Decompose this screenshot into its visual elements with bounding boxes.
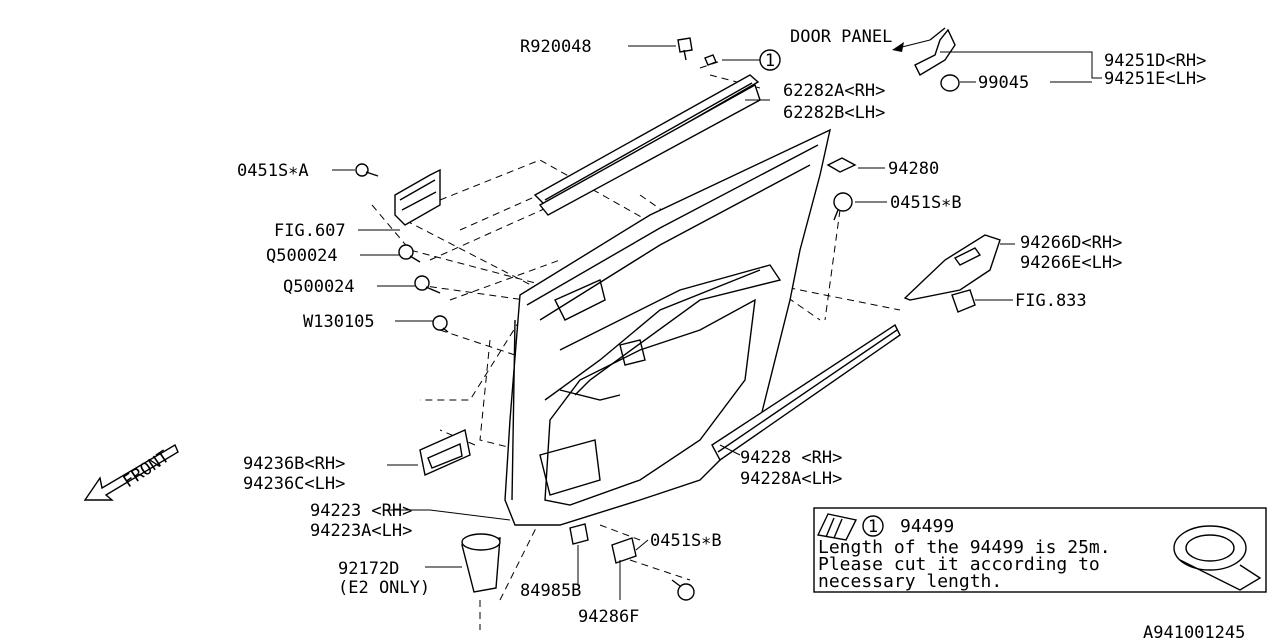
label-94251e: 94251E<LH> (1104, 69, 1206, 89)
note-line-3: necessary length. (818, 571, 1002, 592)
label-e2-only: (E2 ONLY) (338, 578, 430, 598)
label-99045: 99045 (978, 73, 1029, 93)
label-94236c: 94236C<LH> (243, 474, 345, 494)
label-0451sb-top: 0451S∗B (890, 193, 962, 213)
label-q500024-a: Q500024 (266, 246, 338, 266)
molding-94228 (711, 323, 901, 462)
door-panel-arrow (892, 39, 931, 52)
label-0451sb-bottom: 0451S∗B (650, 531, 722, 551)
label-62282a: 62282A<RH> (783, 81, 885, 101)
label-94236b: 94236B<RH> (243, 454, 345, 474)
callout-1-top: 1 (759, 49, 781, 71)
label-w130105: W130105 (303, 312, 375, 332)
clip-r920048 (677, 37, 693, 61)
label-front: FRONT (120, 447, 174, 492)
callout-1-top-number: 1 (765, 51, 775, 71)
note-line-2: Please cut it according to (818, 554, 1100, 575)
screws-q500024 (398, 244, 441, 294)
tape-roll-icon (1173, 525, 1262, 591)
label-door-panel: DOOR PANEL (790, 27, 892, 47)
leader-lines (332, 45, 1102, 600)
screw-0451sb-bottom (671, 579, 695, 601)
label-fig833: FIG.833 (1015, 291, 1087, 311)
label-94223a: 94223A<LH> (310, 521, 412, 541)
tape-strip-icon (816, 513, 858, 541)
bracket-94286f (611, 537, 637, 564)
clip-84985b (569, 523, 589, 545)
label-84985b: 84985B (520, 581, 581, 601)
cup-holder-92172d (461, 533, 501, 593)
label-r920048: R920048 (520, 37, 592, 57)
label-94228a: 94228A<LH> (740, 469, 842, 489)
label-0451sa: 0451S∗A (237, 161, 309, 181)
label-94280: 94280 (888, 159, 939, 179)
label-94223: 94223 <RH> (310, 501, 412, 521)
part-labels: R920048 DOOR PANEL 94251D<RH> 94251E<LH>… (120, 27, 1246, 640)
label-q500024-b: Q500024 (283, 277, 355, 297)
label-94266e: 94266E<LH> (1020, 253, 1122, 273)
tape-94499-piece (704, 54, 717, 66)
clip-94280 (826, 157, 857, 173)
note-callout-number: 1 (868, 517, 878, 537)
label-94228: 94228 <RH> (740, 448, 842, 468)
front-arrow (83, 443, 179, 501)
label-94266d: 94266D<RH> (1020, 233, 1122, 253)
switch-panel-94266 (903, 234, 1001, 313)
label-94286f: 94286F (578, 607, 639, 627)
handle-bracket-607 (355, 163, 441, 226)
label-fig607: FIG.607 (274, 221, 346, 241)
label-92172d: 92172D (338, 559, 399, 579)
bracket-94251 (914, 27, 960, 92)
pocket-94236 (419, 429, 471, 476)
screw-0451sb-top (833, 192, 853, 221)
label-62282b: 62282B<LH> (783, 103, 885, 123)
note-line-1: Length of the 94499 is 25m. (818, 537, 1111, 558)
note-part-number: 94499 (900, 516, 954, 537)
clip-w130105 (432, 315, 449, 333)
label-diagram-id: A941001245 (1143, 623, 1245, 640)
note-box: 1 94499 Length of the 94499 is 25m. Plea… (813, 507, 1267, 593)
label-94251d: 94251D<RH> (1104, 51, 1206, 71)
